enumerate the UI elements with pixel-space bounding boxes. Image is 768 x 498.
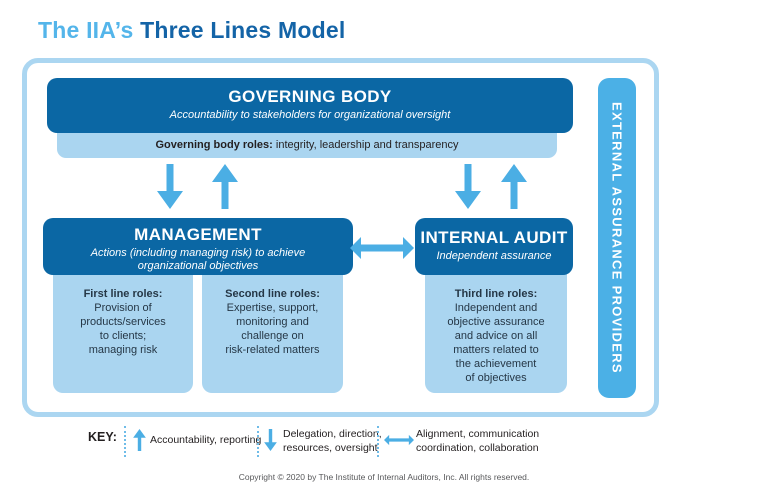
key-label: KEY: [88,430,117,444]
double-arrow-icon [350,237,414,259]
governing-body-box: GOVERNING BODY Accountability to stakeho… [47,78,573,133]
key-item-alignment: Alignment, communication coordination, c… [416,428,540,454]
governing-roles-text: integrity, leadership and transparency [275,139,459,151]
internal-audit-box: INTERNAL AUDIT Independent assurance [415,218,573,275]
internal-audit-title: INTERNAL AUDIT [420,228,568,247]
copyright-text: Copyright © 2020 by The Institute of Int… [238,472,530,482]
key-divider [257,426,259,457]
key-item-delegation: Delegation, direction, resources, oversi… [283,428,382,454]
second-line-roles-heading: Second line roles: [225,288,320,300]
management-subtitle: Actions (including managing risk) to ach… [90,247,306,272]
second-line-roles-box: Second line roles: Expertise, support, m… [202,273,343,393]
up-arrow-icon [212,164,238,209]
external-assurance-providers-bar: EXTERNAL ASSURANCE PROVIDERS [598,78,636,398]
third-line-roles-heading: Third line roles: [454,288,538,300]
page-title-dark: Three Lines Model [140,17,346,43]
management-box: MANAGEMENT Actions (including managing r… [43,218,353,275]
governing-body-title: GOVERNING BODY [228,87,392,106]
third-line-roles-body: Independent and objective assurance and … [447,302,545,384]
key-divider [377,426,379,457]
management-title: MANAGEMENT [134,225,262,244]
second-line-roles-body: Expertise, support, monitoring and chall… [225,302,320,356]
key-item-accountability: Accountability, reporting [150,434,262,446]
down-arrow-icon [157,164,183,209]
up-arrow-icon [133,429,146,451]
external-assurance-providers-label: EXTERNAL ASSURANCE PROVIDERS [609,102,625,374]
first-line-roles-heading: First line roles: [83,288,163,300]
third-line-roles-box: Third line roles: Independent and object… [425,273,567,393]
diagram-frame: GOVERNING BODY Accountability to stakeho… [22,58,659,417]
key-divider [124,426,126,457]
up-arrow-icon [501,164,527,209]
internal-audit-subtitle: Independent assurance [436,250,552,262]
governing-body-subtitle: Accountability to stakeholders for organ… [169,109,451,121]
governing-body-roles-bar: Governing body roles: integrity, leaders… [57,133,557,158]
governing-roles-label: Governing body roles: [155,139,273,151]
page-title-light: The IIA’s [38,17,134,43]
down-arrow-icon [455,164,481,209]
first-line-roles-body: Provision of products/services to client… [80,302,166,356]
first-line-roles-box: First line roles: Provision of products/… [53,273,193,393]
page-title: The IIA’s Three Lines Model [38,17,345,44]
down-arrow-icon [264,429,277,451]
double-arrow-icon [384,434,414,446]
